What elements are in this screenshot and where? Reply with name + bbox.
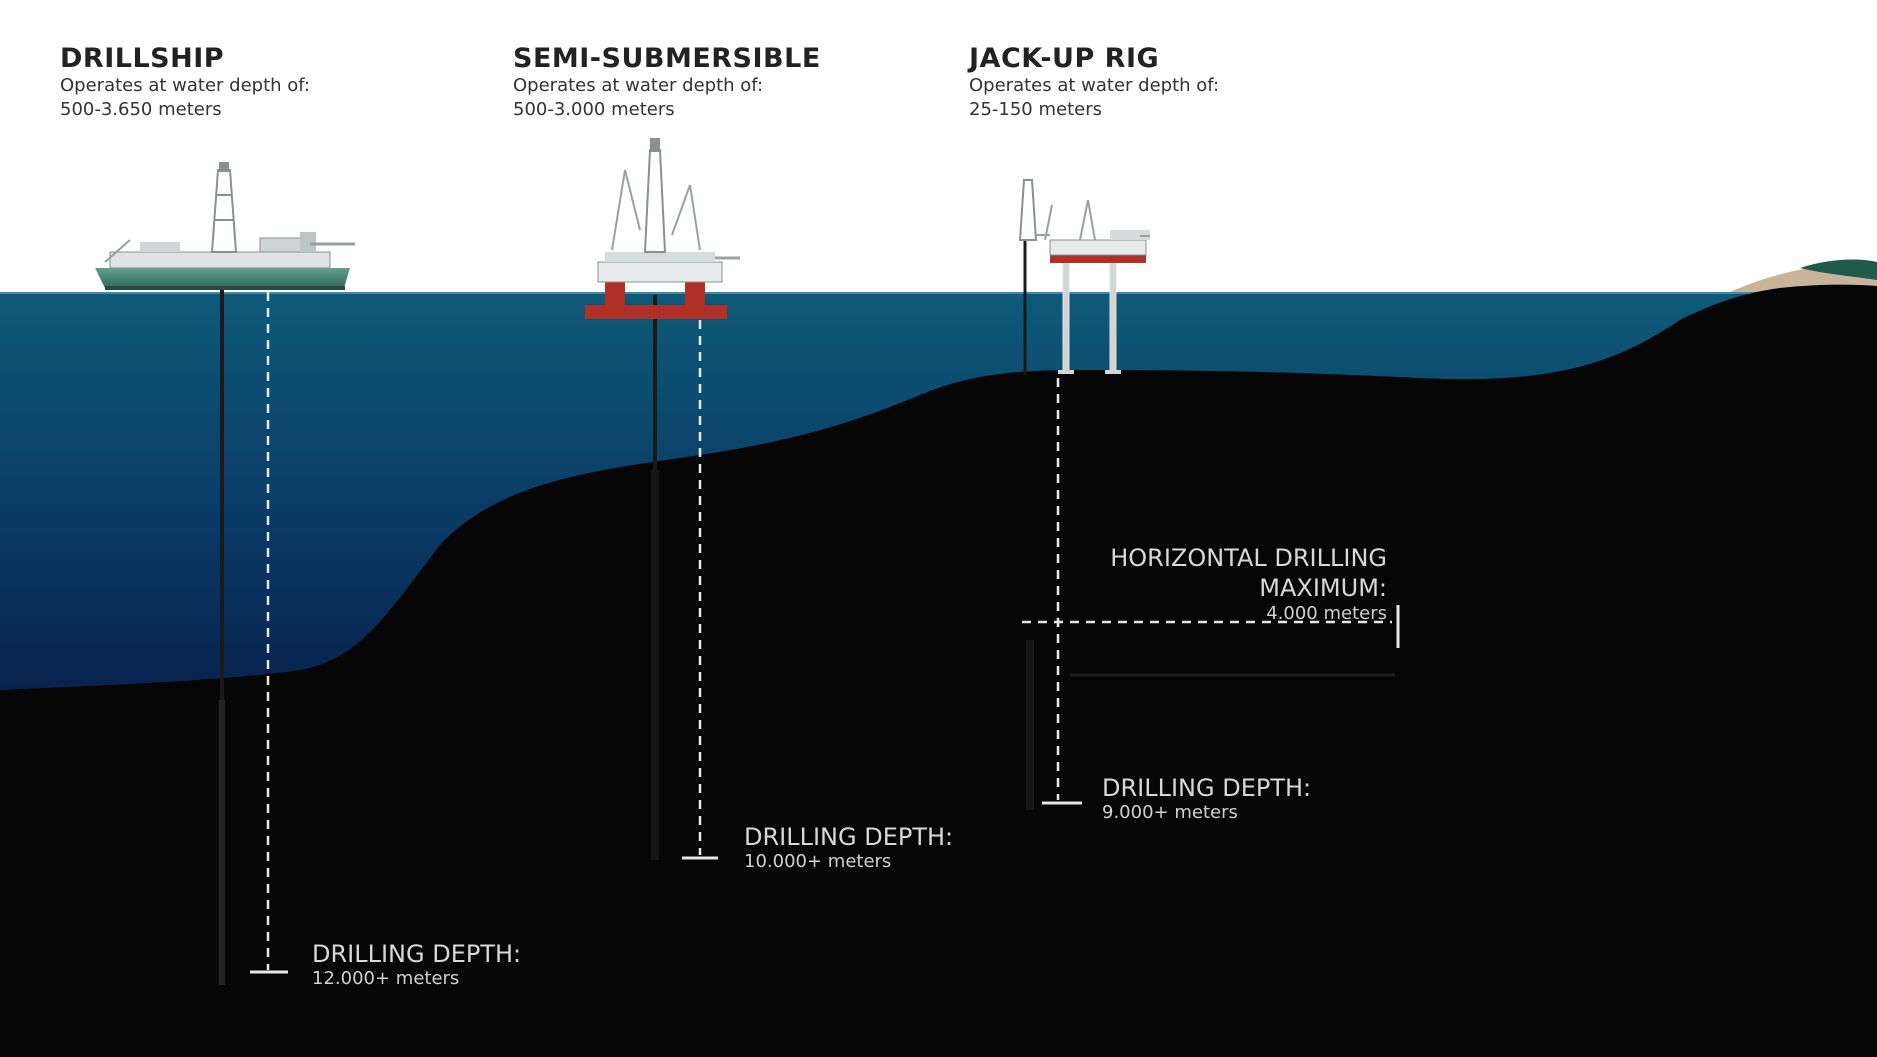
semi-submersible-platform xyxy=(585,138,740,860)
jackup-leg-right xyxy=(1109,257,1117,374)
jack-up-label: JACK-UP RIG Operates at water depth of: … xyxy=(969,44,1219,122)
drillship-deck xyxy=(109,251,331,269)
drillship-water-depth: 500-3.650 meters xyxy=(60,99,222,120)
semi-pontoon xyxy=(585,305,727,319)
jack-up-water-depth: 25-150 meters xyxy=(969,99,1102,120)
drillship-derrick xyxy=(210,169,238,253)
drillship-hull xyxy=(95,268,350,288)
semi-submersible-drilling-depth: DRILLING DEPTH: 10.000+ meters xyxy=(744,823,953,873)
jack-up-operates-label: Operates at water depth of: xyxy=(969,75,1220,96)
semi-deck xyxy=(597,261,723,283)
semi-submersible-drilling-depth-label: DRILLING DEPTH: xyxy=(744,823,954,851)
jackup-deck xyxy=(1049,239,1147,256)
drillship-label: DRILLSHIP Operates at water depth of: 50… xyxy=(60,44,310,122)
jackup-leg-left xyxy=(1062,257,1070,374)
jackup-derrick xyxy=(1018,179,1038,241)
horizontal-drilling-title-line1: HORIZONTAL DRILLING xyxy=(1110,544,1387,572)
drillship-drilling-depth: DRILLING DEPTH: 12.000+ meters xyxy=(312,940,521,990)
semi-submersible-drilling-depth-value: 10.000+ meters xyxy=(744,851,892,872)
drillship-title: DRILLSHIP xyxy=(60,43,225,74)
jack-up-rig xyxy=(1018,179,1150,810)
semi-submersible-label: SEMI-SUBMERSIBLE Operates at water depth… xyxy=(513,44,821,122)
jack-up-title: JACK-UP RIG xyxy=(969,43,1160,74)
jack-up-drilling-depth-label: DRILLING DEPTH: xyxy=(1102,774,1312,802)
horizontal-drilling-title-line2: MAXIMUM: xyxy=(1259,574,1387,602)
horizontal-drilling-value: 4.000 meters xyxy=(1266,603,1387,624)
drillship-vessel xyxy=(95,162,355,985)
semi-submersible-title: SEMI-SUBMERSIBLE xyxy=(513,43,821,74)
jack-up-drilling-depth-value: 9.000+ meters xyxy=(1102,802,1238,823)
drillship-operates-label: Operates at water depth of: xyxy=(60,75,311,96)
seabed xyxy=(0,284,1877,1057)
jack-up-drilling-depth: DRILLING DEPTH: 9.000+ meters xyxy=(1102,774,1311,824)
drillship-drilling-depth-value: 12.000+ meters xyxy=(312,968,460,989)
semi-submersible-water-depth: 500-3.000 meters xyxy=(513,99,675,120)
drillship-drilling-depth-label: DRILLING DEPTH: xyxy=(312,940,522,968)
jackup-hull xyxy=(1050,255,1146,263)
semi-submersible-operates-label: Operates at water depth of: xyxy=(513,75,764,96)
horizontal-drilling-label: HORIZONTAL DRILLING MAXIMUM: 4.000 meter… xyxy=(1110,543,1387,625)
land-vegetation xyxy=(1800,259,1877,280)
